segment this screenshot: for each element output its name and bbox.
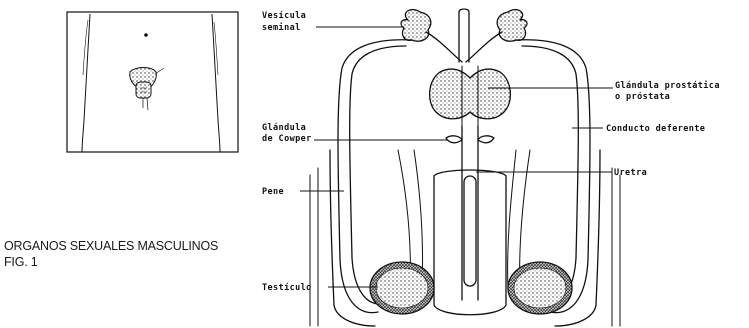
- thumbnail-inset: [67, 12, 238, 152]
- label-conducto: Conducto deferente: [606, 124, 705, 134]
- figure-caption: ORGANOS SEXUALES MASCULINOS FIG. 1: [4, 238, 218, 270]
- main-illustration: [310, 9, 620, 326]
- label-prostata-1: Glándula prostática: [615, 80, 720, 91]
- labels: Vesícula seminal Glándula prostática o p…: [262, 11, 720, 293]
- caption-title: ORGANOS SEXUALES MASCULINOS: [4, 238, 218, 254]
- leader-lines: [300, 27, 613, 287]
- label-vesicula-2: seminal: [262, 22, 301, 33]
- label-cowper-2: de Cowper: [262, 134, 312, 144]
- caption-figure-number: FIG. 1: [4, 254, 218, 270]
- label-testiculo: Testículo: [262, 283, 312, 293]
- label-cowper-1: Glándula: [262, 123, 306, 133]
- label-vesicula-1: Vesícula: [262, 11, 306, 21]
- label-uretra: Uretra: [614, 168, 647, 178]
- label-pene: Pene: [262, 187, 284, 197]
- label-prostata-2: o próstata: [615, 91, 670, 102]
